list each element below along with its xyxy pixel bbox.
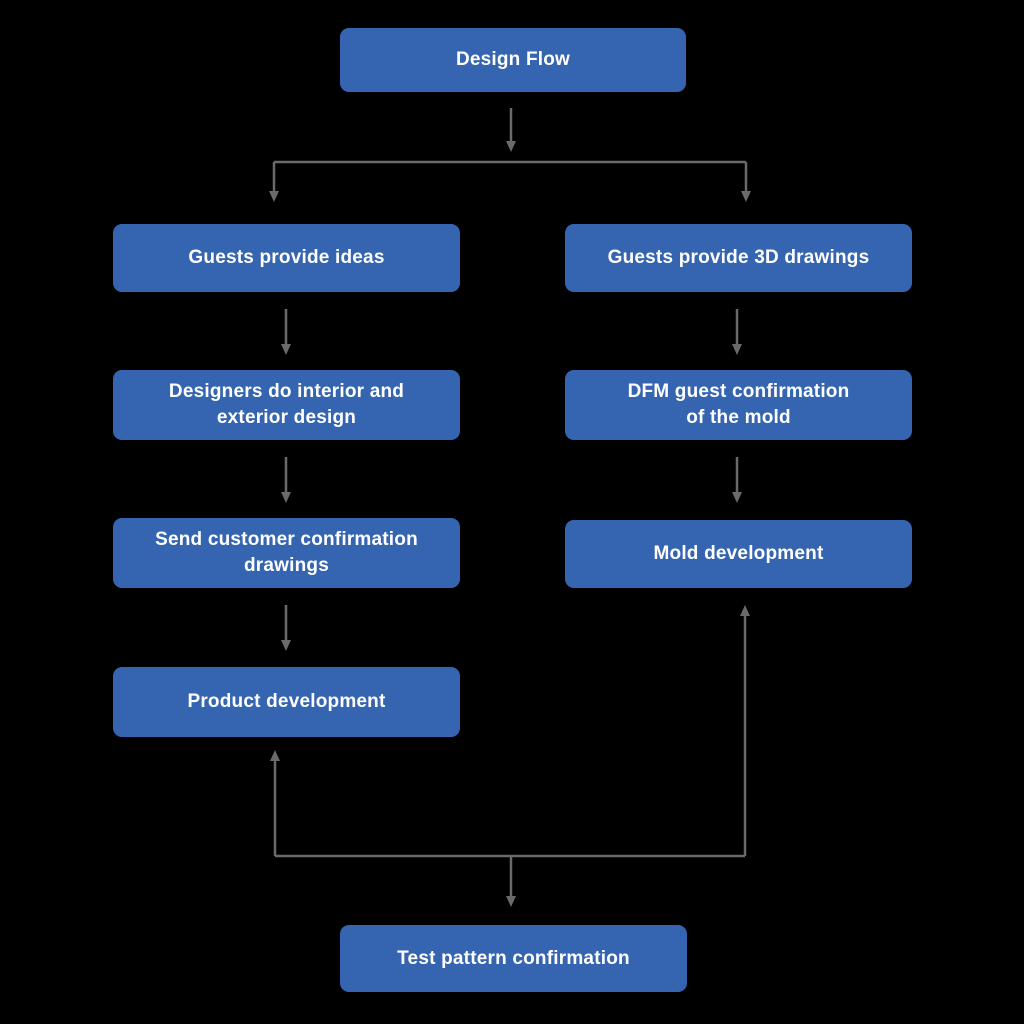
node-guests-provide-ideas: Guests provide ideas [113,224,460,292]
node-mold-development: Mold development [565,520,912,588]
node-test-pattern-confirmation: Test pattern confirmation [340,925,687,992]
node-design-flow: Design Flow [340,28,686,92]
node-dfm-guest-confirmation: DFM guest confirmation of the mold [565,370,912,440]
node-designers-interior-exterior: Designers do interior and exterior desig… [113,370,460,440]
node-product-development: Product development [113,667,460,737]
node-guests-provide-3d: Guests provide 3D drawings [565,224,912,292]
node-send-customer-confirmation: Send customer confirmation drawings [113,518,460,588]
